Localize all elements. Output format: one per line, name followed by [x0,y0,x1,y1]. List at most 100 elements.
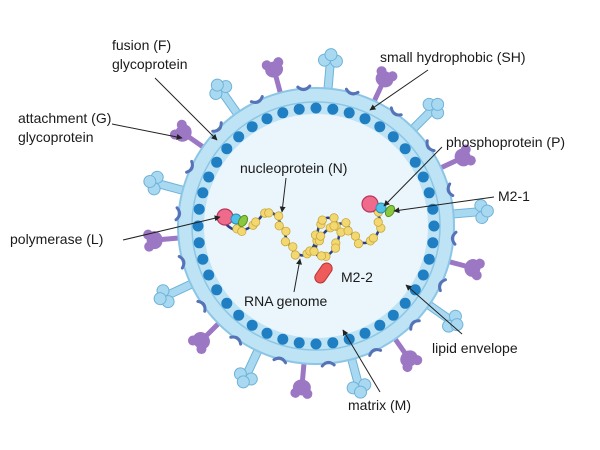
label-small-hydrophobic: small hydrophobic (SH) [380,49,526,65]
matrix-protein [197,253,209,265]
sh-protein [425,139,436,153]
nucleoprotein-bead [264,208,274,218]
fusion-protein [233,343,265,389]
matrix-protein [399,143,411,155]
nucleoprotein-bead [341,218,351,228]
surface-proteins [143,48,494,399]
nucleoprotein-bead [290,250,300,260]
matrix-protein [327,337,339,349]
matrix-protein [327,103,339,115]
sh-protein [389,106,403,117]
label-attachment-line1: attachment (G) [18,110,111,126]
nucleoprotein-bead [274,221,284,231]
matrix-protein [310,338,322,350]
sh-protein [450,230,458,246]
nucleoprotein-bead [288,242,298,252]
fusion-protein [421,297,464,333]
matrix-protein [197,187,209,199]
nucleoprotein-bead [237,226,247,236]
leader-lines [111,69,495,393]
matrix-protein [211,156,223,168]
fusion-protein [143,170,191,197]
matrix-protein [193,203,205,215]
matrix-protein [387,131,399,143]
sh-protein [174,206,182,222]
rna-genome-arrow [293,258,302,293]
polymerase-arrow [122,215,221,241]
matrix-protein [399,297,411,309]
nucleoprotein-bead [315,231,326,241]
fusion-protein [446,199,494,225]
label-fusion-line2: glycoprotein [112,56,188,72]
matrix-protein [221,297,233,309]
matrix-protein [423,253,435,265]
nucleoprotein-bead [329,213,339,223]
matrix-protein [417,269,429,281]
matrix-protein [203,171,215,183]
sh-protein [229,335,243,346]
sh-protein [368,348,383,357]
matrix-protein [246,319,258,331]
matrix-protein [277,333,289,345]
label-rna-genome: RNA genome [244,293,327,309]
fusion-protein [153,277,199,309]
matrix-protein [193,237,205,249]
matrix-protein [417,171,429,183]
sh-protein [211,121,223,133]
nucleoprotein-arrow [279,177,287,213]
label-phosphoprotein: phosphoprotein (P) [446,134,565,150]
labels: fusion (F) glycoprotein attachment (G) g… [10,37,565,413]
sh-proteins [174,84,458,368]
sh-protein [272,356,288,365]
label-m2-1: M2-1 [498,188,530,204]
nucleoprotein-bead [281,226,291,236]
matrix-protein [359,327,371,339]
matrix-protein [343,107,355,119]
sh-protein [196,299,207,313]
attachment-arrow [111,123,183,140]
nucleoprotein-beads [232,207,386,261]
nucleoprotein-bead [274,211,284,221]
virion-interior [204,114,428,338]
matrix-protein [246,121,258,133]
phosphoprotein-arrow [383,146,443,207]
sh-protein [185,159,194,174]
polymerase-complex-right [361,195,396,218]
matrix-protein [277,107,289,119]
matrix-protein [409,284,421,296]
matrix-protein [409,156,421,168]
matrix-protein [343,333,355,345]
nucleoprotein-bead [330,243,341,253]
phosphoprotein-p-2 [375,202,387,214]
sh-protein [296,84,312,92]
label-attachment-line2: glycoprotein [18,129,94,145]
label-fusion-line1: fusion (F) [112,37,171,53]
matrix-protein [359,113,371,125]
nucleoprotein-bead [368,233,378,243]
matrix-protein [261,113,273,125]
m2-1-arrow [393,196,495,214]
nucleoprotein-bead [343,226,353,236]
matrix-protein [261,327,273,339]
sh-protein [249,95,264,104]
sh-protein [320,360,336,368]
matrix-arrow [342,329,381,393]
nucleoprotein-bead [353,239,364,249]
label-polymerase: polymerase (L) [10,231,103,247]
matrix-protein [293,103,305,115]
sh-protein [409,319,421,331]
label-lipid-envelope: lipid envelope [432,340,518,356]
ribonucleoprotein [223,207,386,261]
label-m2-2: M2-2 [341,269,373,285]
sh-protein [438,278,447,293]
small-hydrophobic-arrow [369,69,429,111]
polymerase-l-2 [361,195,379,213]
sh-protein [446,182,455,198]
m2-1-protein [237,214,249,228]
matrix-protein [293,337,305,349]
matrix-protein [221,143,233,155]
matrix-protein [233,131,245,143]
matrix-protein [387,309,399,321]
